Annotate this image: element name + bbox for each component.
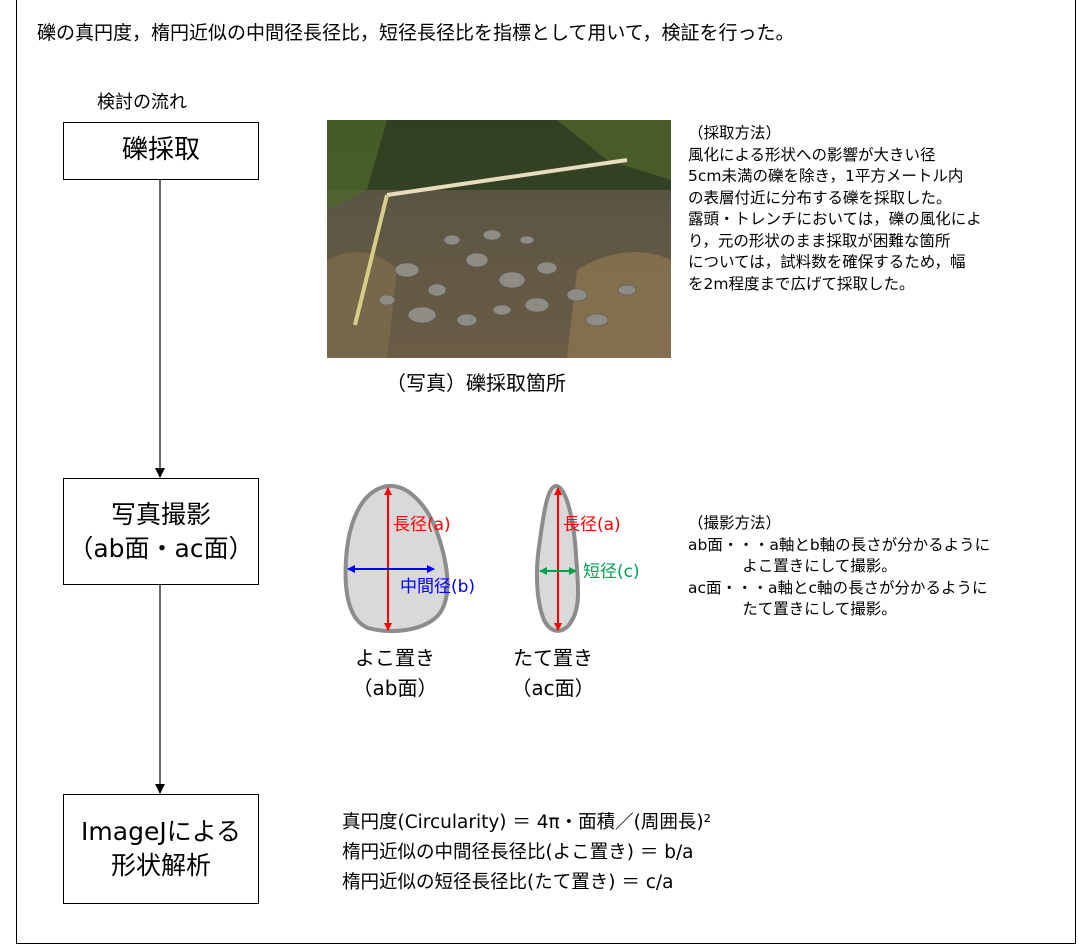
photo-caption: （写真）礫採取箇所 bbox=[386, 371, 566, 395]
ab-mid-label: 中間径(b) bbox=[400, 577, 475, 597]
step1-line1: 礫採取 bbox=[121, 135, 200, 166]
step2-line1: 写真撮影 bbox=[110, 499, 211, 529]
figure-frame bbox=[16, 0, 1076, 944]
page-title: 礫の真円度，楕円近似の中間径長径比，短径長径比を指標として用いて，検証を行った。 bbox=[37, 22, 795, 44]
step2-line2: （ab面・ac面） bbox=[68, 533, 254, 563]
ab-caption-line2: （ab面） bbox=[352, 676, 438, 700]
ac-long-label: 長径(a) bbox=[563, 515, 621, 535]
ab-long-label: 長径(a) bbox=[393, 515, 451, 535]
step3-line1: ImageJによる bbox=[81, 817, 241, 847]
pebble-ab-outline bbox=[343, 483, 450, 633]
step-photography: 写真撮影 （ab面・ac面） bbox=[63, 478, 259, 585]
sampling-site-photo bbox=[327, 120, 671, 358]
step3-line2: 形状解析 bbox=[110, 851, 211, 880]
ab-caption: よこ置き （ab面） bbox=[330, 643, 460, 703]
sampling-method-note: （採取方法） 風化による形状への影響が大きい径 5cm未満の礫を除き，1平方メー… bbox=[688, 124, 982, 293]
flow-label: 検討の流れ bbox=[97, 92, 187, 113]
ac-caption-line1: たて置き bbox=[513, 646, 593, 670]
ac-caption-line2: （ac面） bbox=[511, 676, 595, 700]
photography-method-note: （撮影方法） ab面・・・a軸とb軸の長さが分かるように よこ置きにして撮影。 … bbox=[688, 514, 991, 618]
pebble-axis-diagram: 長径(a) 中間径(b) 長径(a) 短径(c) bbox=[343, 483, 640, 633]
ab-caption-line1: よこ置き bbox=[355, 646, 435, 670]
analysis-formulas: 真円度(Circularity) ＝ 4π・面積／(周囲長)² 楕円近似の中間径… bbox=[342, 812, 712, 893]
ac-caption: たて置き （ac面） bbox=[488, 643, 618, 703]
ac-short-label: 短径(c) bbox=[583, 562, 640, 582]
step-gravel-sampling: 礫採取 bbox=[63, 122, 259, 180]
step-shape-analysis: ImageJによる 形状解析 bbox=[63, 794, 259, 904]
